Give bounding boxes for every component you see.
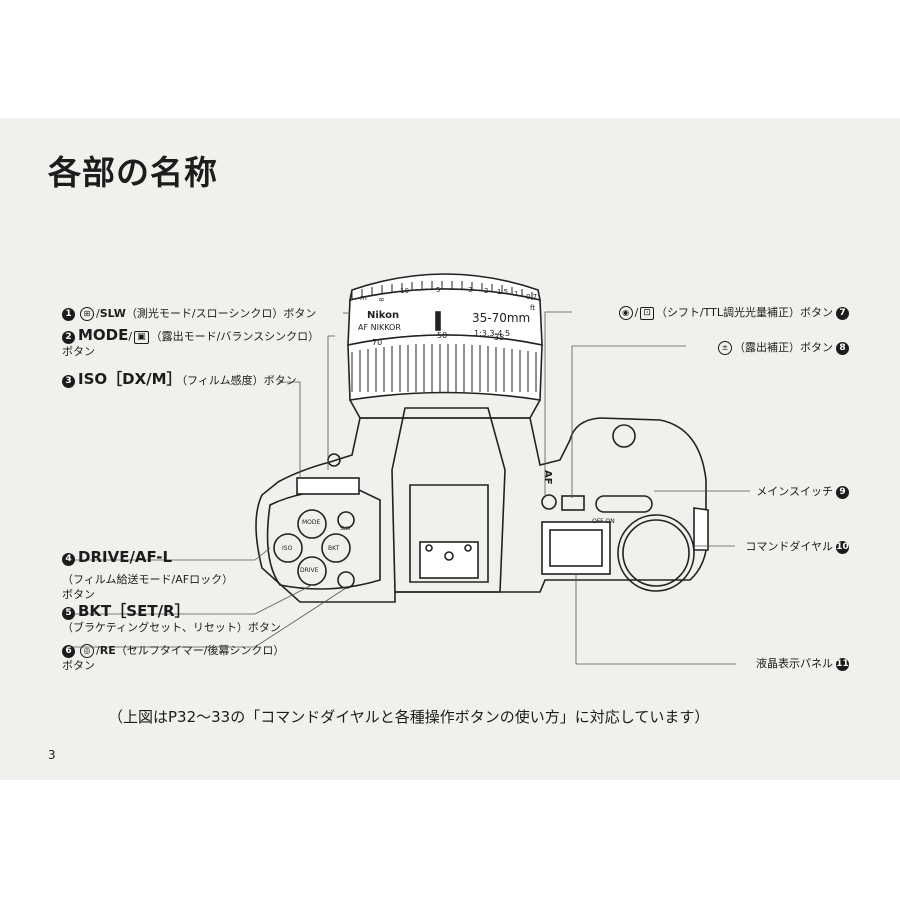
slow-sync-icon: SLW — [99, 307, 126, 320]
callout-text-2: ボタン — [62, 659, 95, 672]
self-timer-icon: ◎ — [80, 644, 94, 658]
zoom-mark-35: 35 — [494, 333, 504, 342]
flash-compensation-icon: ⊡ — [640, 306, 654, 320]
zoom-mark-70: 70 — [372, 338, 382, 347]
distance-mark-5: 5 — [436, 286, 440, 294]
callout-text-2: ボタン — [62, 345, 95, 358]
mode-button-label: MODE — [302, 519, 321, 526]
callout-number: 3 — [62, 374, 75, 388]
callout-number: 9 — [836, 485, 849, 499]
page-title: 各部の名称 — [48, 153, 218, 192]
callout-text: （フィルム給送モード/AFロック） — [62, 573, 234, 586]
callout-text-2: ボタン — [62, 588, 95, 601]
callout-text: （露出補正）ボタン — [734, 341, 833, 354]
distance-scale: ∞ — [378, 295, 385, 304]
manual-page — [0, 118, 900, 780]
callout-number: 5 — [62, 606, 75, 620]
callout-text: （セルフタイマー/後幕シンクロ） — [115, 644, 285, 657]
exposure-compensation-icon: ± — [718, 341, 732, 355]
callout-1: 1⊞/SLW（測光モード/スローシンクロ）ボタン — [62, 306, 316, 321]
callout-number: 10 — [836, 540, 849, 554]
distance-mark-1: 1 — [514, 290, 518, 298]
shift-icon: ◉ — [618, 306, 633, 320]
af-label: AF — [542, 470, 553, 485]
page-number: 3 — [48, 748, 56, 762]
page-note: （上図はP32〜33の「コマンドダイヤルと各種操作ボタンの使い方」に対応していま… — [108, 708, 710, 726]
exposure-mode-icon: ▣ — [134, 330, 149, 344]
distance-mark-0-7: 0.7 — [526, 293, 537, 301]
callout-text: メインスイッチ — [756, 485, 833, 498]
callout-number: 4 — [62, 552, 75, 566]
rear-sync-icon: RE — [99, 644, 116, 657]
callout-6: 6◎/RE（セルフタイマー/後幕シンクロ） ボタン — [62, 644, 285, 672]
slw-button-label: SLW — [340, 526, 351, 532]
distance-mark-1-5: 1.5 — [497, 288, 508, 296]
callout-number: 1 — [62, 307, 75, 321]
iso-button-label: ISO — [282, 545, 293, 552]
distance-mark-10: 10 — [400, 287, 409, 295]
distance-mark-3: 3 — [468, 286, 472, 294]
callout-text: 液晶表示パネル — [756, 657, 833, 670]
lens-focal: 35-70mm — [472, 311, 530, 325]
lens-aperture: 1:3.3-4.5 — [474, 329, 510, 338]
callout-text: （ブラケティングセット、リセット）ボタン — [62, 621, 281, 634]
callout-main: MODE — [78, 326, 129, 344]
lens-brand: Nikon — [367, 310, 399, 321]
callout-text: （フィルム感度）ボタン — [181, 374, 297, 387]
callout-text: コマンドダイヤル — [745, 540, 833, 553]
metering-icon: ⊞ — [80, 307, 94, 321]
callout-number: 8 — [836, 341, 849, 355]
callout-text: （露出モード/バランスシンクロ） — [150, 330, 320, 343]
callout-number: 6 — [62, 644, 75, 658]
callout-number: 2 — [62, 330, 75, 344]
callout-main: BKT［SET/R］ — [78, 602, 190, 620]
distance-mark-2: 2 — [484, 287, 488, 295]
distance-unit-ft: ft — [530, 304, 535, 312]
callout-main: ISO［DX/M］ — [78, 370, 182, 388]
callout-number: 11 — [836, 657, 849, 671]
callout-number: 7 — [836, 306, 849, 320]
callout-text: （測光モード/スローシンクロ）ボタン — [125, 307, 317, 320]
zoom-mark-50: 50 — [437, 331, 447, 340]
main-switch-off-on-label: OFF ON — [592, 518, 615, 525]
callout-text: （シフト/TTL調光光量補正）ボタン — [655, 306, 833, 319]
callout-main: DRIVE/AF-L — [78, 548, 173, 566]
bkt-button-label: BKT — [328, 545, 340, 552]
distance-unit-m: m — [360, 294, 367, 302]
lens-model: AF NIKKOR — [358, 323, 401, 332]
drive-button-label: DRIVE — [300, 567, 319, 574]
